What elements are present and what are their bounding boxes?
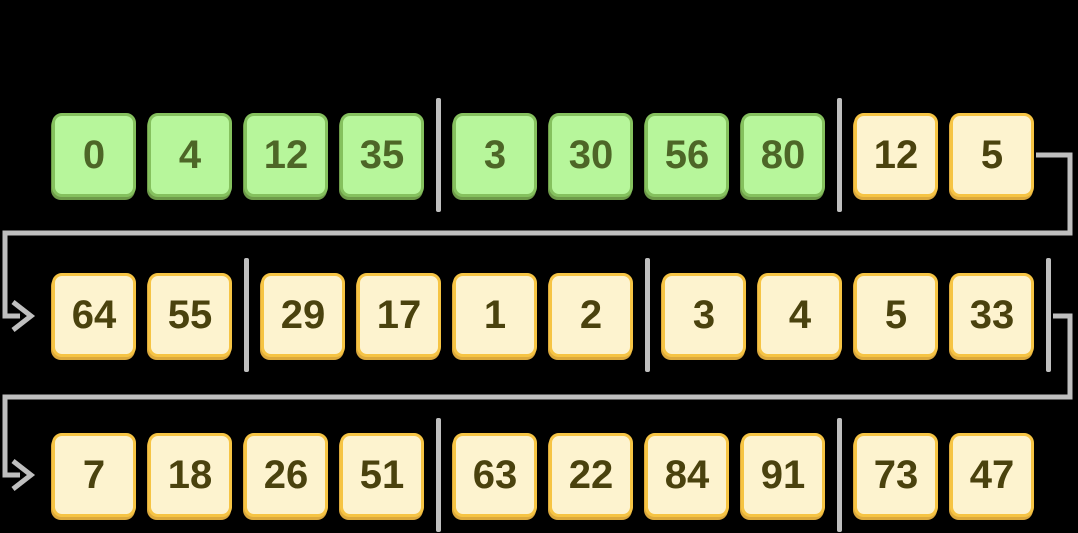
partition-divider xyxy=(645,258,650,372)
array-cell: 29 xyxy=(261,273,345,357)
array-cell: 1 xyxy=(453,273,537,357)
array-cell: 56 xyxy=(645,113,729,197)
array-cell: 5 xyxy=(950,113,1034,197)
array-cell: 33 xyxy=(950,273,1034,357)
array-cell: 7 xyxy=(52,433,136,517)
array-cell: 18 xyxy=(148,433,232,517)
array-cell: 0 xyxy=(52,113,136,197)
array-cell: 63 xyxy=(453,433,537,517)
array-cell: 4 xyxy=(148,113,232,197)
array-cell: 30 xyxy=(549,113,633,197)
array-cell: 35 xyxy=(340,113,424,197)
partition-divider xyxy=(1046,258,1051,372)
array-cell: 5 xyxy=(854,273,938,357)
array-cell: 64 xyxy=(52,273,136,357)
array-cell: 17 xyxy=(357,273,441,357)
array-cell: 91 xyxy=(741,433,825,517)
array-cell: 12 xyxy=(854,113,938,197)
array-cell: 73 xyxy=(854,433,938,517)
array-cell: 22 xyxy=(549,433,633,517)
partition-divider xyxy=(837,98,842,212)
array-cell: 55 xyxy=(148,273,232,357)
array-cell: 26 xyxy=(244,433,328,517)
array-cell: 3 xyxy=(662,273,746,357)
partition-divider xyxy=(436,98,441,212)
array-cell: 4 xyxy=(758,273,842,357)
array-cell: 80 xyxy=(741,113,825,197)
array-cell: 84 xyxy=(645,433,729,517)
partition-divider xyxy=(244,258,249,372)
array-cell: 51 xyxy=(340,433,424,517)
partition-divider xyxy=(436,418,441,532)
array-cell: 12 xyxy=(244,113,328,197)
array-cell: 3 xyxy=(453,113,537,197)
array-cell: 47 xyxy=(950,433,1034,517)
partition-divider xyxy=(837,418,842,532)
array-cell: 2 xyxy=(549,273,633,357)
